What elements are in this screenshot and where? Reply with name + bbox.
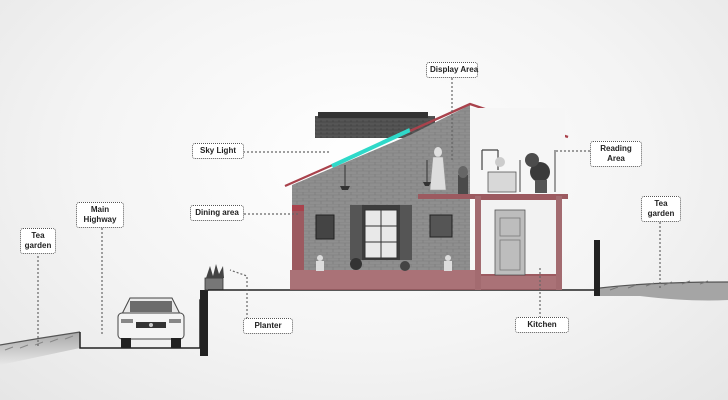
- left-hill: [0, 331, 81, 365]
- tree-icon: [350, 258, 410, 271]
- wall-art-right: [429, 214, 453, 238]
- label-tea-garden-left: Tea garden: [20, 228, 56, 254]
- right-hill: [599, 280, 728, 301]
- kitchen-block: [475, 196, 562, 290]
- boundary-post: [594, 240, 600, 296]
- main-highway-road: [79, 289, 209, 356]
- label-display-area: Display Area: [426, 62, 478, 78]
- site-ground-line: [208, 289, 601, 296]
- label-sky-light: Sky Light: [192, 143, 244, 159]
- label-main-highway: Main Highway: [76, 202, 124, 228]
- reading-area-furniture: [487, 153, 550, 193]
- skylight-glass: [331, 128, 411, 168]
- label-dining-area: Dining area: [190, 205, 244, 221]
- upper-floor: [418, 108, 568, 199]
- label-reading-area: Reading Area: [590, 141, 642, 167]
- front-column: [292, 205, 304, 270]
- dining-window: [350, 205, 412, 260]
- label-tea-garden-right: Tea garden: [641, 196, 681, 222]
- stone-wall: [292, 105, 470, 270]
- display-sculptures: [429, 147, 468, 194]
- label-planter: Planter: [243, 318, 293, 334]
- wall-art-left: [315, 214, 335, 240]
- lamp-icon: [340, 160, 431, 190]
- person-icon: [316, 255, 452, 271]
- planter-icon: [204, 264, 224, 291]
- leader-lines: [37, 78, 661, 348]
- car-icon: [117, 297, 185, 348]
- label-kitchen: Kitchen: [515, 317, 569, 333]
